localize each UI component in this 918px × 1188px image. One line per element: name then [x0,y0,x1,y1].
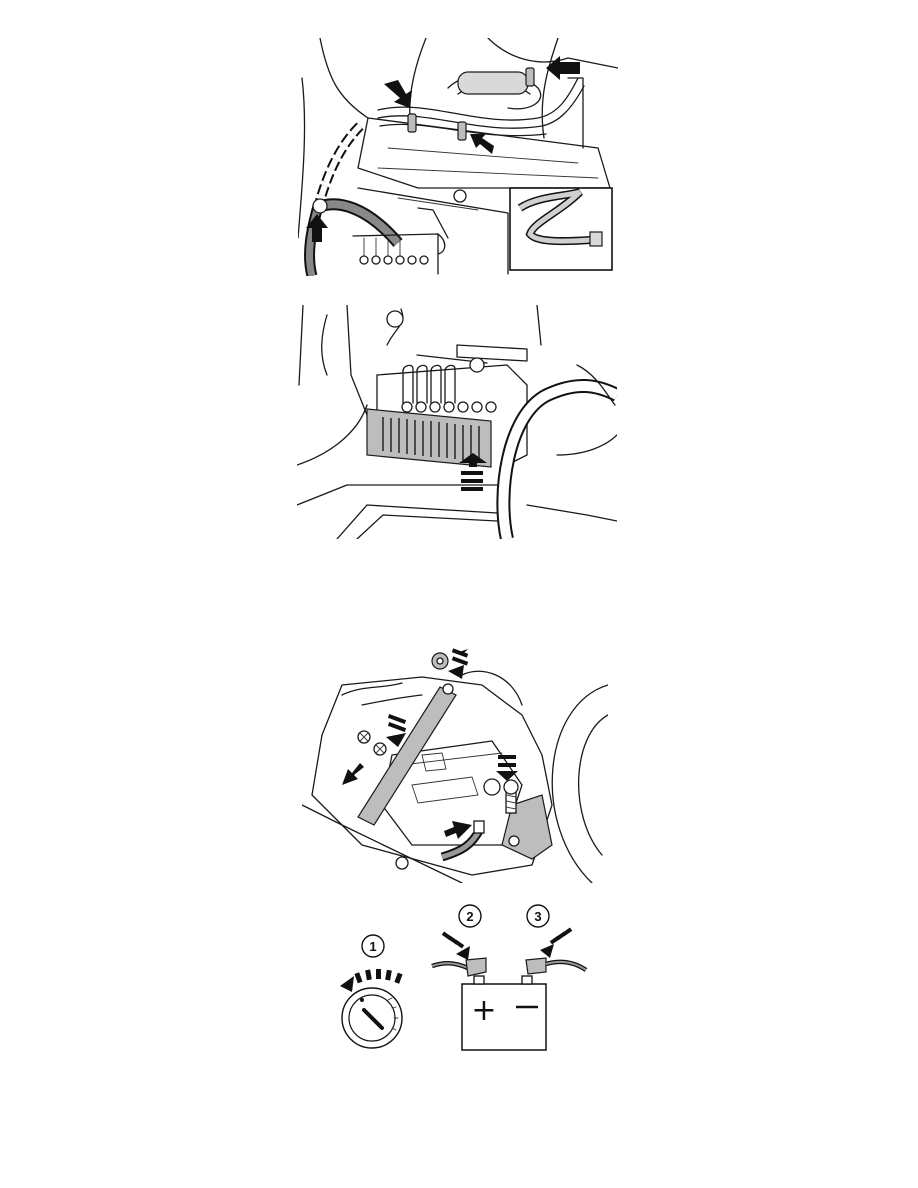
step-3-label: 3 [534,909,541,924]
fuse-cover-illustration [297,305,617,539]
harness-illustration [298,38,618,276]
negative-terminal-icon [525,957,547,975]
step-3-negative: 3 [525,904,588,975]
battery-bracket-illustration [302,645,608,883]
step-2-circle [458,904,482,928]
step-3-circle [526,904,550,928]
step-1-ignition: 1 [340,934,403,1049]
step-2-positive: 2 [431,904,487,977]
disconnect-sequence-illustration: 1 + 2 [328,900,590,1055]
positive-terminal-icon [465,957,487,977]
battery-icon: + [461,975,547,1051]
step-2-label: 2 [466,909,473,924]
positive-symbol: + [471,993,496,1028]
step-1-label: 1 [369,939,376,954]
step-1-circle [361,934,385,958]
